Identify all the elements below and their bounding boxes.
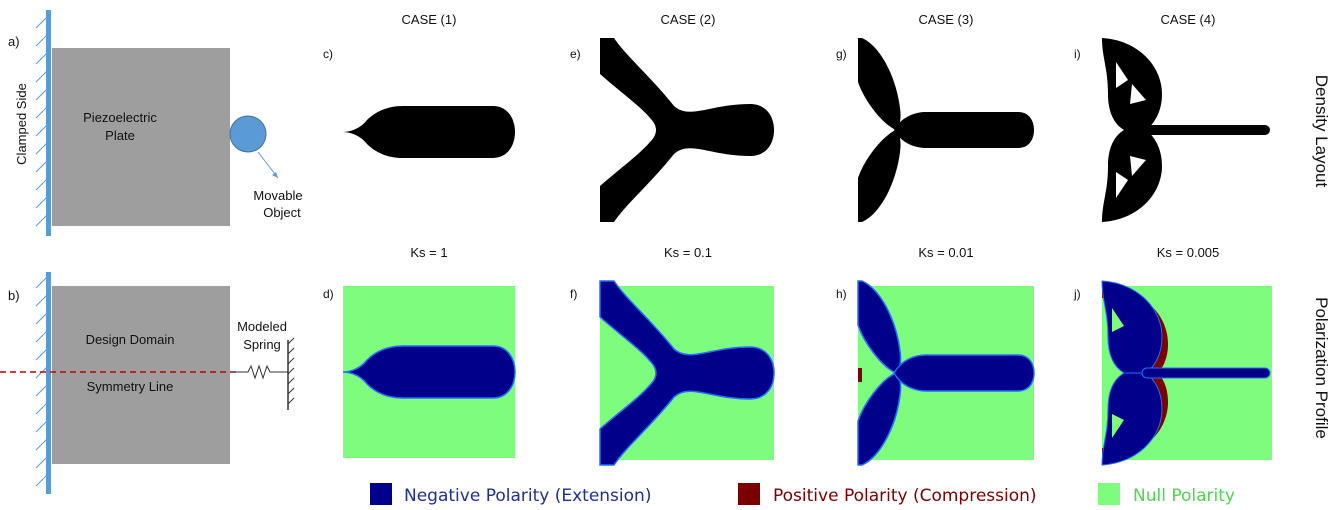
spring-ground-hatching xyxy=(287,337,295,405)
case-1: CASE (1) c) Ks = 1 d) xyxy=(323,12,516,458)
legend: Negative Polarity (Extension) Positive P… xyxy=(370,483,1235,506)
panel-d-label: d) xyxy=(323,287,334,301)
ks-value: Ks = 0.1 xyxy=(664,245,712,260)
legend-swatch-positive xyxy=(738,483,760,505)
case-title: CASE (3) xyxy=(919,12,974,27)
panel-b-label: b) xyxy=(8,288,20,303)
plate-label-line2: Plate xyxy=(105,128,135,143)
row-title-density: Density Layout xyxy=(1312,75,1331,188)
row-title-polarization: Polarization Profile xyxy=(1312,297,1331,439)
case-3: CASE (3) g) Ks = 0.01 h) xyxy=(836,12,1035,466)
density-layout-i xyxy=(1102,38,1270,222)
panel-i-label: i) xyxy=(1074,47,1081,61)
piezoelectric-plate xyxy=(52,48,230,226)
clamped-wall-b xyxy=(46,272,51,494)
case-4: CASE (4) i) Ks = 0.005 j) xyxy=(1073,12,1272,466)
spring-label-line1: Modeled xyxy=(237,319,287,334)
plate-label-line1: Piezoelectric xyxy=(83,110,157,125)
legend-positive: Positive Polarity (Compression) xyxy=(773,486,1037,506)
clamped-wall xyxy=(46,10,51,236)
ks-value: Ks = 0.01 xyxy=(918,245,973,260)
polarization-profile-f xyxy=(599,280,775,466)
panel-g-label: g) xyxy=(836,47,847,61)
case-title: CASE (4) xyxy=(1161,12,1216,27)
object-label-line2: Object xyxy=(263,205,301,220)
density-layout-c xyxy=(343,106,515,158)
case-title: CASE (1) xyxy=(402,12,457,27)
ks-value: Ks = 1 xyxy=(410,245,447,260)
panel-h-label: h) xyxy=(836,287,847,301)
legend-swatch-null xyxy=(1098,483,1120,505)
legend-swatch-negative xyxy=(370,483,392,505)
spring-icon xyxy=(230,364,288,380)
design-domain-label: Design Domain xyxy=(86,332,175,347)
polarization-profile-h xyxy=(857,280,1035,466)
panel-c-label: c) xyxy=(323,47,333,61)
case-2: CASE (2) e) Ks = 0.1 f) xyxy=(570,12,775,466)
symmetry-line-label: Symmetry Line xyxy=(87,379,174,394)
polarization-profile-j xyxy=(1101,280,1272,466)
legend-null: Null Polarity xyxy=(1133,486,1235,506)
arrow-head-icon xyxy=(272,172,278,178)
density-layout-e xyxy=(600,38,774,222)
panel-a-label: a) xyxy=(8,34,20,49)
case-title: CASE (2) xyxy=(661,12,716,27)
ks-value: Ks = 0.005 xyxy=(1157,245,1220,260)
object-label-line1: Movable xyxy=(253,188,302,203)
polarization-profile-d xyxy=(342,286,516,458)
clamped-side-label: Clamped Side xyxy=(14,83,29,165)
movable-object xyxy=(229,115,267,153)
panel-e-label: e) xyxy=(570,47,581,61)
panel-b: b) Design Domain Symmetry Line Modeled S… xyxy=(0,272,295,494)
panel-a: a) Clamped Side Piezoelectric Plate Mova… xyxy=(8,10,303,236)
spring-label-line2: Spring xyxy=(243,337,281,352)
panel-j-label: j) xyxy=(1073,287,1081,301)
legend-negative: Negative Polarity (Extension) xyxy=(404,486,651,506)
design-domain xyxy=(52,286,230,464)
panel-f-label: f) xyxy=(570,287,577,301)
density-layout-g xyxy=(858,38,1034,222)
